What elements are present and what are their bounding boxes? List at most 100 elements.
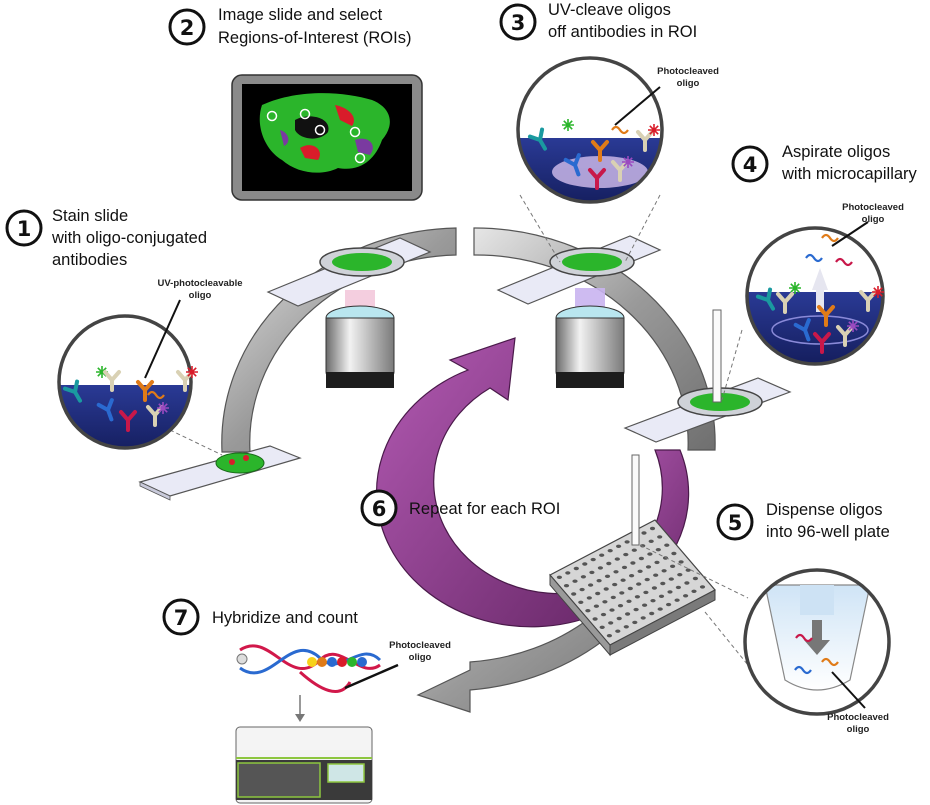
well — [666, 602, 672, 607]
objective-lens-step3 — [555, 288, 625, 388]
step-2: 2 Image slide and select Regions-of-Inte… — [168, 6, 411, 47]
antibody-icon — [817, 305, 835, 327]
well — [674, 598, 680, 602]
well — [597, 566, 604, 570]
step-1-number: 1 — [17, 217, 32, 241]
well — [596, 579, 602, 583]
step-5-number: 5 — [728, 511, 743, 535]
oligo-icon — [821, 657, 839, 667]
fluor-star-icon — [186, 366, 198, 378]
well — [684, 581, 690, 585]
96-well-plate — [549, 454, 716, 657]
step-3-line-1: UV-cleave oligos — [548, 1, 671, 19]
well — [616, 544, 622, 548]
well — [602, 600, 608, 604]
well — [586, 596, 592, 600]
oligo-icon — [611, 125, 629, 135]
uv-photocleavable-label-line-2: oligo — [189, 290, 212, 301]
well — [613, 570, 619, 574]
antibody-icon — [776, 292, 794, 314]
step-3-number: 3 — [511, 11, 526, 35]
well — [658, 594, 665, 598]
step-7-number: 7 — [174, 606, 189, 630]
antibody-icon — [813, 332, 831, 354]
step-1-line-3: antibodies — [52, 251, 127, 269]
well — [580, 575, 587, 579]
well — [627, 586, 633, 591]
ncounter-instrument — [235, 726, 373, 804]
well — [657, 535, 663, 539]
well — [593, 604, 600, 608]
step-6-line-1: Repeat for each ROI — [409, 500, 560, 518]
well — [616, 616, 622, 621]
slide-step1 — [138, 445, 302, 501]
step-2-line-1: Image slide and select — [218, 6, 383, 24]
well — [578, 600, 584, 604]
well — [655, 548, 661, 552]
step-7-line-1: Hybridize and count — [212, 609, 358, 627]
oligo-icon — [821, 233, 839, 243]
well — [600, 612, 607, 617]
well — [650, 599, 656, 603]
well — [670, 564, 676, 568]
oligo-icon — [795, 633, 813, 643]
well — [582, 562, 588, 566]
well — [638, 556, 645, 561]
step-4-line-1: Aspirate oligos — [782, 143, 890, 161]
well — [654, 560, 660, 565]
well — [647, 552, 653, 556]
photocleaved-label-3-line-1: Photocleaved — [657, 66, 719, 77]
photocleaved-label-7-line-2: oligo — [409, 652, 432, 663]
well — [661, 569, 667, 573]
oligo-icon — [147, 390, 165, 400]
antibody-icon — [859, 290, 877, 312]
fluor-star-icon — [157, 402, 169, 414]
well — [619, 591, 625, 595]
well — [667, 590, 673, 594]
antibody-icon — [119, 410, 137, 432]
well — [648, 539, 654, 543]
well — [565, 571, 571, 575]
photocleaved-label-4-line-2: oligo — [862, 214, 885, 225]
well — [636, 582, 642, 586]
fluor-star-icon — [648, 124, 660, 136]
slide-step3 — [496, 235, 662, 305]
well — [606, 561, 612, 566]
slide-step4 — [623, 309, 792, 443]
fluor-star-icon — [622, 156, 634, 168]
step-1-line-1: Stain slide — [52, 207, 128, 225]
well — [573, 566, 579, 571]
well — [637, 569, 643, 573]
step-4-number: 4 — [743, 153, 758, 177]
oligo-icon — [794, 665, 812, 675]
well — [604, 574, 611, 578]
fluor-star-icon — [847, 320, 859, 332]
antibody-icon — [103, 370, 121, 392]
well — [606, 634, 613, 638]
well — [631, 548, 637, 552]
antibody-icon — [527, 127, 547, 151]
monitor-roi-image — [231, 74, 423, 201]
uv-photocleavable-label-line-1: UV-photocleavable — [158, 278, 243, 289]
well — [625, 612, 631, 616]
well — [623, 552, 629, 557]
step-6: 6 Repeat for each ROI — [360, 489, 560, 527]
antibody-icon — [563, 153, 581, 177]
well — [692, 576, 699, 581]
well — [590, 557, 596, 562]
well — [644, 577, 650, 582]
oligo-icon — [835, 257, 853, 267]
well — [588, 583, 594, 587]
well — [653, 573, 659, 577]
oligo-labels: UV-photocleavable oligo Photocleaved oli… — [158, 66, 905, 735]
photocleaved-label-7-line-1: Photocleaved — [389, 640, 451, 651]
fluor-star-icon — [872, 286, 884, 298]
well — [629, 574, 635, 578]
step-4-line-2: with microcapillary — [781, 165, 918, 183]
well — [609, 608, 615, 612]
step-2-number: 2 — [180, 16, 195, 40]
antibody-icon — [793, 318, 811, 342]
well — [668, 577, 674, 581]
well — [608, 621, 614, 625]
